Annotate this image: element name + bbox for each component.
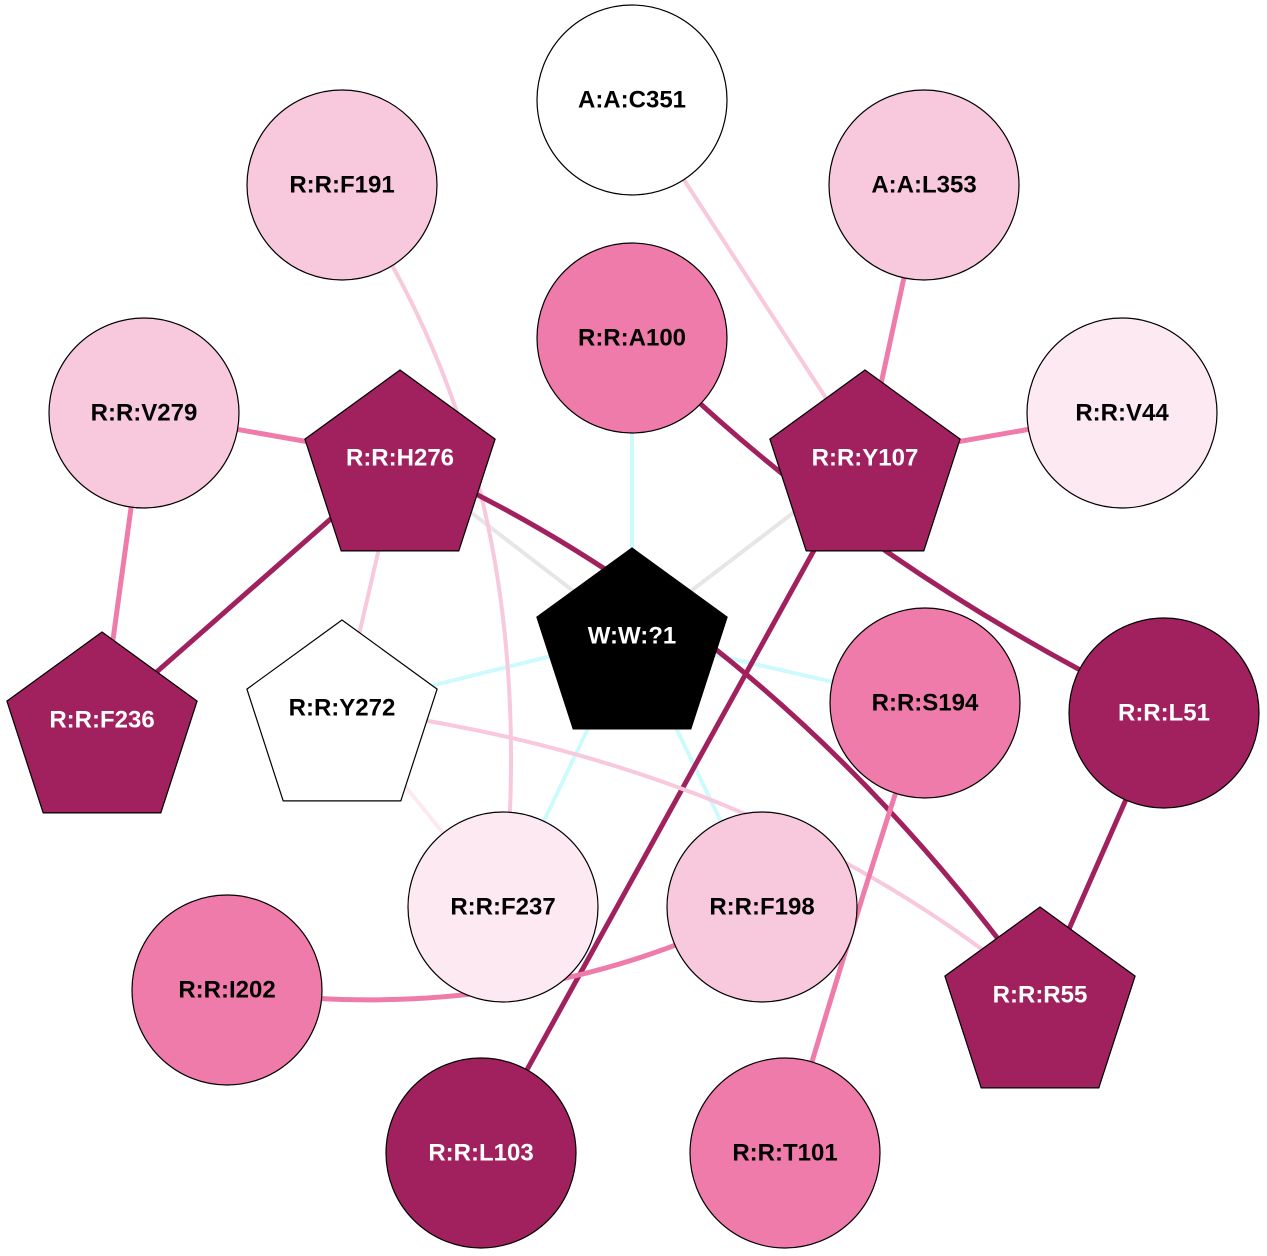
node-circle bbox=[536, 242, 728, 434]
node-r-r-a100[interactable]: R:R:A100 bbox=[536, 242, 728, 434]
node-circle bbox=[385, 1057, 577, 1249]
node-circle bbox=[828, 89, 1020, 281]
node-pentagon bbox=[6, 631, 198, 814]
node-label: R:R:V279 bbox=[91, 400, 198, 427]
node-circle bbox=[407, 811, 599, 1003]
node-r-r-f237[interactable]: R:R:F237 bbox=[407, 811, 599, 1003]
node-label: R:R:S194 bbox=[872, 690, 979, 717]
node-label: R:R:Y272 bbox=[289, 695, 396, 722]
node-w-w-1[interactable]: W:W:?1 bbox=[536, 547, 728, 730]
node-circle bbox=[1068, 617, 1260, 809]
node-label: R:R:F198 bbox=[709, 894, 814, 921]
node-r-r-t101[interactable]: R:R:T101 bbox=[689, 1057, 881, 1249]
node-r-r-l51[interactable]: R:R:L51 bbox=[1068, 617, 1260, 809]
edge-r-r-y272-to-r-r-r55 bbox=[340, 706, 1042, 997]
node-label: A:A:L353 bbox=[871, 172, 976, 199]
node-circle bbox=[48, 317, 240, 509]
node-label: R:R:F237 bbox=[450, 894, 555, 921]
node-r-r-i202[interactable]: R:R:I202 bbox=[131, 894, 323, 1086]
node-r-r-y107[interactable]: R:R:Y107 bbox=[769, 369, 961, 552]
node-label: R:R:A100 bbox=[578, 325, 686, 352]
node-circle bbox=[246, 89, 438, 281]
node-label: R:R:R55 bbox=[993, 982, 1088, 1009]
node-label: R:R:L51 bbox=[1118, 700, 1210, 727]
edge-r-r-f191-to-r-r-f237 bbox=[340, 183, 514, 909]
node-pentagon bbox=[536, 547, 728, 730]
node-label: R:R:H276 bbox=[346, 445, 454, 472]
node-label: R:R:V44 bbox=[1075, 400, 1169, 427]
node-pentagon bbox=[304, 369, 496, 552]
node-label: R:R:F191 bbox=[289, 172, 394, 199]
node-r-r-y272[interactable]: R:R:Y272 bbox=[246, 619, 438, 802]
node-label: W:W:?1 bbox=[588, 623, 676, 650]
node-label: R:R:F236 bbox=[49, 707, 154, 734]
node-r-r-f191[interactable]: R:R:F191 bbox=[246, 89, 438, 281]
node-circle bbox=[131, 894, 323, 1086]
node-circle bbox=[666, 811, 858, 1003]
edge-r-r-y107-to-r-r-l103 bbox=[478, 455, 868, 1156]
node-circle bbox=[829, 607, 1021, 799]
node-pentagon bbox=[769, 369, 961, 552]
node-circle bbox=[1026, 317, 1218, 509]
node-r-r-s194[interactable]: R:R:S194 bbox=[829, 607, 1021, 799]
node-a-a-l353[interactable]: A:A:L353 bbox=[828, 89, 1020, 281]
node-r-r-l103[interactable]: R:R:L103 bbox=[385, 1057, 577, 1249]
node-pentagon bbox=[246, 619, 438, 802]
node-pentagon bbox=[944, 906, 1136, 1089]
node-label: A:A:C351 bbox=[578, 87, 686, 114]
node-label: R:R:Y107 bbox=[812, 445, 919, 472]
node-r-r-v44[interactable]: R:R:V44 bbox=[1026, 317, 1218, 509]
node-r-r-v279[interactable]: R:R:V279 bbox=[48, 317, 240, 509]
node-label: R:R:I202 bbox=[178, 977, 275, 1004]
node-label: R:R:T101 bbox=[732, 1140, 837, 1167]
node-a-a-c351[interactable]: A:A:C351 bbox=[536, 4, 728, 196]
node-circle bbox=[689, 1057, 881, 1249]
node-circle bbox=[536, 4, 728, 196]
node-r-r-r55[interactable]: R:R:R55 bbox=[944, 906, 1136, 1089]
node-r-r-f236[interactable]: R:R:F236 bbox=[6, 631, 198, 814]
node-r-r-f198[interactable]: R:R:F198 bbox=[666, 811, 858, 1003]
node-r-r-h276[interactable]: R:R:H276 bbox=[304, 369, 496, 552]
node-label: R:R:L103 bbox=[428, 1140, 533, 1167]
